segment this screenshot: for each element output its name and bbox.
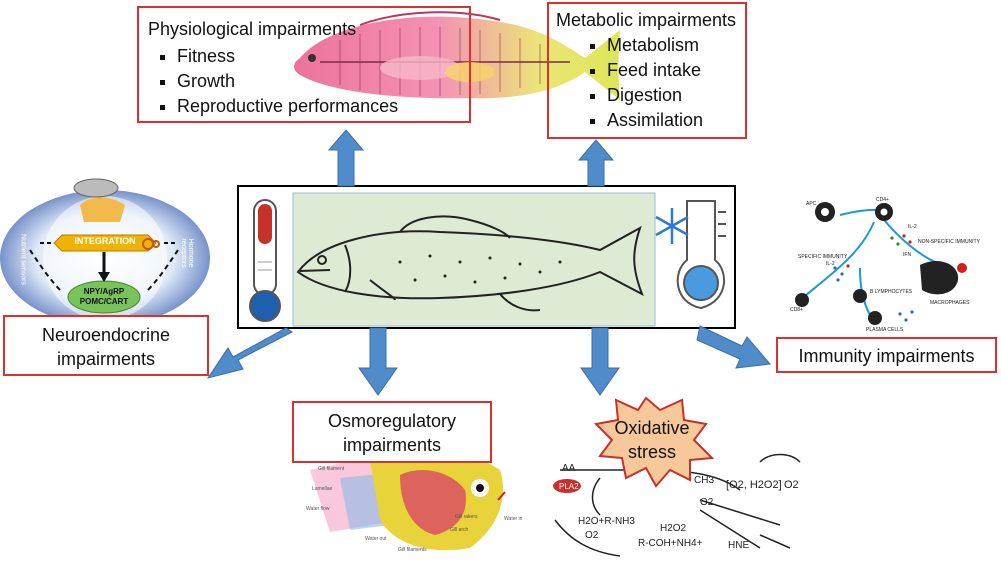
svg-text:O2: O2 [784,479,799,491]
gill-anatomy-figure [310,449,506,551]
svg-text:NON-SPECIFIC IMMUNITY: NON-SPECIFIC IMMUNITY [918,239,981,245]
central-fish-drawing [296,215,644,312]
list-item: Assimilation [607,108,745,133]
snowflake-icon [655,208,689,244]
svg-text:MACROPHAGES: MACROPHAGES [930,300,970,306]
list-item: Digestion [607,83,745,108]
oxidative-title-line1: Oxidative [614,418,690,438]
arrow-to-osmoregulatory [358,327,398,396]
svg-text:AA: AA [562,463,576,474]
svg-text:Gill filament: Gill filament [318,466,345,472]
integration-label: INTEGRATION [74,236,136,246]
metabolic-impairments-box: Metabolic impairments Metabolism Feed in… [547,2,747,139]
osmoregulatory-title-line1: Osmoregulatory [327,411,457,431]
svg-text:PLASMA CELLS: PLASMA CELLS [866,327,904,333]
osmoregulatory-title-line2: impairments [342,435,442,455]
svg-text:IFN: IFN [903,252,911,258]
oxidative-title-line2: stress [627,442,676,462]
oxidative-stress-starburst [593,396,715,488]
hormone-receptors-label: Hormone receptors [180,238,194,268]
svg-text:Water in: Water in [504,516,523,522]
svg-text:CH3: CH3 [694,475,714,486]
fish-scale-dots [398,254,562,284]
arrow-to-oxidative [580,327,620,396]
svg-text:B LYMPHOCYTES: B LYMPHOCYTES [870,289,913,295]
flow-arrows [206,129,771,396]
hot-thermometer-icon [249,199,281,322]
arrow-to-neuroendocrine [206,327,293,379]
svg-text:Gill arch: Gill arch [450,527,469,533]
list-item: Growth [177,69,469,94]
neuroendocrine-title-line2: impairments [56,349,156,369]
svg-text:Water out: Water out [365,536,387,542]
gill-figure-labels: Gill filament Lamellae Water flow Gill r… [306,466,523,553]
svg-text:Water flow: Water flow [306,506,330,512]
immunity-title: Immunity impairments [798,346,975,366]
svg-text:SPECIFIC IMMUNITY: SPECIFIC IMMUNITY [798,254,848,260]
svg-text:HNE: HNE [728,540,749,551]
svg-text:Lamellae: Lamellae [312,486,333,492]
metabolic-title: Metabolic impairments [556,10,737,30]
central-fish-panel [292,192,656,327]
immune-cells-figure [795,202,967,325]
svg-text:PLA2: PLA2 [559,482,579,491]
list-item: Reproductive performances [177,94,469,119]
neuroendocrine-title-line1: Neuroendocrine [41,325,171,345]
svg-text:O2: O2 [585,530,599,541]
arrow-to-immunity [696,325,771,369]
pomc-label: POMC/CART [79,297,129,306]
svg-text:IL-2: IL-2 [826,261,835,267]
svg-text:[O2, H2O2]: [O2, H2O2] [726,479,782,491]
list-item: Metabolism [607,33,745,58]
arrow-to-metabolic [577,139,615,187]
svg-text:CD8+: CD8+ [790,307,803,313]
neuroendocrine-figure [0,178,210,326]
svg-text:APC: APC [806,201,817,207]
svg-text:IL-2: IL-2 [908,224,917,230]
svg-text:H2O+R-NH3: H2O+R-NH3 [578,516,635,527]
physiological-impairments-box: Physiological impairments Fitness Growth… [137,6,471,123]
nutrient-sensors-label: Nutrient sensors [19,234,27,285]
osmoregulatory-impairments-box: Osmoregulatory impairments [292,401,492,463]
list-item: Feed intake [607,58,745,83]
svg-text:O2: O2 [700,497,714,508]
physiological-list: Fitness Growth Reproductive performances [139,44,469,119]
oxidative-pathway-figure [554,453,801,557]
list-item: Fitness [177,44,469,69]
svg-text:Gill rakers: Gill rakers [455,514,478,520]
physiological-title: Physiological impairments [148,19,357,39]
cold-thermometer-icon [676,200,726,310]
oxidative-figure-labels: AA PLA2 CH3 [O2, H2O2] O2 O2 H2O+R-NH3 O… [559,463,799,551]
neuroendocrine-impairments-box: Neuroendocrine impairments [3,315,209,376]
svg-text:H2O2: H2O2 [660,523,687,534]
arrow-to-physiological [327,129,365,187]
pla2-ellipse [553,479,581,493]
svg-text:CD4+: CD4+ [876,197,889,203]
metabolic-list: Metabolism Feed intake Digestion Assimil… [549,33,745,133]
immune-figure-labels: APC CD4+ IL-2 IFN NON-SPECIFIC IMMUNITY … [790,197,981,333]
svg-text:R-COH+NH4+: R-COH+NH4+ [638,538,703,549]
npy-label: NPY/AgRP [83,287,125,296]
immunity-impairments-box: Immunity impairments [776,337,997,373]
svg-text:Gill filaments: Gill filaments [398,547,427,553]
